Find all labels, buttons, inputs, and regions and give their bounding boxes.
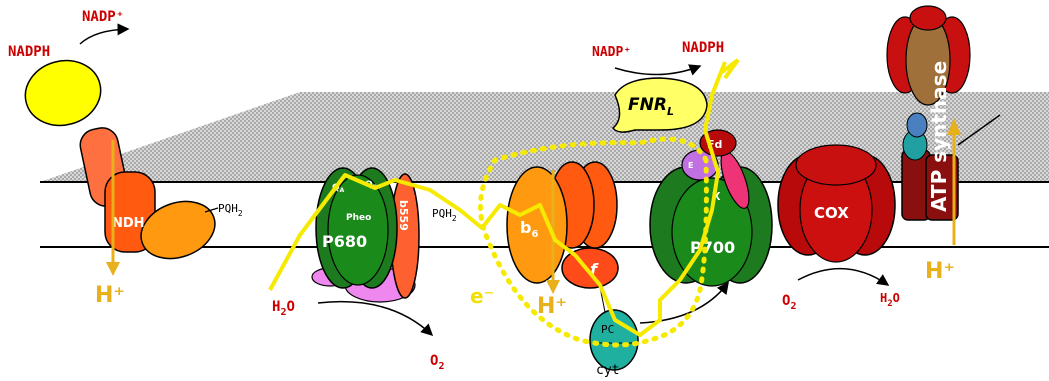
atp-synthase-label: ATP synthase (927, 61, 951, 212)
cyclic-electron-path (477, 136, 709, 348)
b6f-proton-arrowhead (546, 280, 560, 294)
ndh-complex (24, 59, 216, 260)
nadp-plus-left-label: NADP⁺ (82, 9, 124, 25)
pc-label: PC (601, 323, 614, 336)
nadp-reduction-arrow-left (79, 23, 130, 45)
x-label: X (712, 190, 721, 203)
pqh2-left-label: PQH2 (218, 202, 243, 218)
b559-label: b559 (397, 200, 410, 231)
nadp-reduction-arrow-right (614, 64, 702, 76)
fnr-label: FNRL (628, 95, 674, 118)
h-plus-ndh-label: H⁺ (95, 283, 125, 308)
nadph-left-label: NADPH (8, 44, 50, 60)
o2-right-label: O2 (782, 293, 796, 312)
h-plus-atp-label: H⁺ (925, 259, 955, 284)
nadph-output-arrow (720, 58, 740, 80)
ndh-proton-arrowhead (106, 262, 120, 276)
o2-left-label: O2 (430, 353, 444, 372)
linear-electron-path (268, 61, 727, 337)
pheo-label: Pheo (346, 213, 371, 223)
pqh2-left-connector (204, 207, 219, 213)
ndh-label: NDH (112, 216, 145, 231)
cox-complex (777, 144, 896, 263)
h2o-right-label: H2O (880, 291, 900, 309)
e-small-label: E (688, 161, 693, 170)
oxygen-reduction-arrow (797, 267, 890, 286)
pqh2-mid-label: PQH2 (432, 207, 457, 223)
psi-complex (649, 129, 773, 287)
atp-synthase-complex (886, 5, 1001, 221)
nadph-right-label: NADPH (682, 40, 724, 56)
h2o-left-label: H2O (272, 299, 295, 318)
nadp-plus-right-label: NADP⁺ (592, 45, 631, 60)
h-plus-b6f-label: H⁺ (537, 294, 567, 319)
p680-label: P680 (322, 232, 367, 251)
e-minus-label: e⁻ (470, 284, 494, 308)
water-splitting-arrow (317, 300, 434, 337)
cyt-label: cyt (596, 363, 619, 377)
f-label: f (590, 260, 599, 279)
atp-proton-arrowhead (947, 118, 961, 135)
cox-label: COX (814, 204, 849, 222)
fnr-enzyme (611, 77, 708, 133)
pc-to-psi-arrow (639, 281, 729, 324)
b6-label: b6 (520, 218, 538, 240)
